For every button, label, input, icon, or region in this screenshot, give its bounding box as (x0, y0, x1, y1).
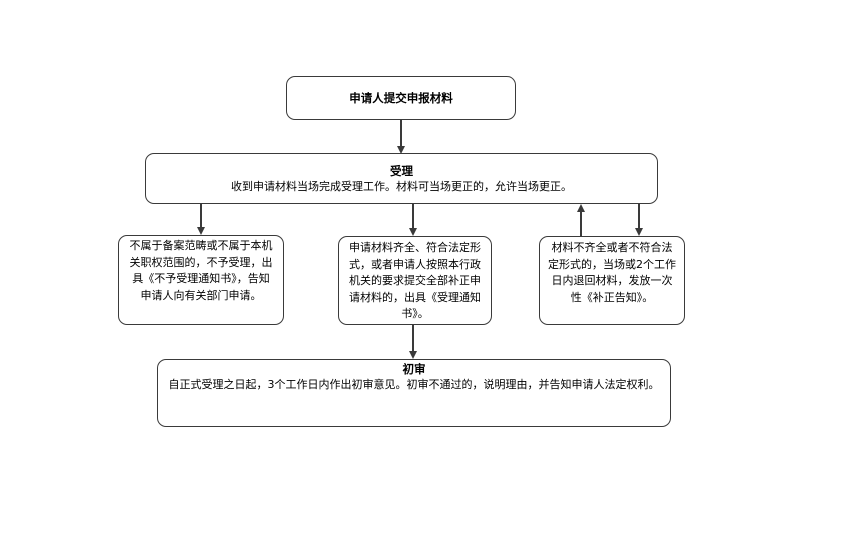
node-acceptance-text: 收到申请材料当场完成受理工作。材料可当场更正的，允许当场更正。 (231, 179, 572, 193)
node-acceptance-title: 受理 (390, 163, 413, 178)
node-materials-incomplete-text: 材料不齐全或者不符合法定形式的，当场或2个工作日内退回材料，发放一次性《补正告知… (548, 241, 676, 304)
node-materials-incomplete: 材料不齐全或者不符合法定形式的，当场或2个工作日内退回材料，发放一次性《补正告知… (539, 236, 685, 325)
node-acceptance: 受理 收到申请材料当场完成受理工作。材料可当场更正的，允许当场更正。 (145, 153, 658, 204)
node-not-accepted-text: 不属于备案范畴或不属于本机关职权范围的，不予受理，出具《不予受理通知书》，告知申… (129, 239, 273, 302)
node-preliminary-review-text: 自正式受理之日起，3个工作日内作出初审意见。初审不通过的，说明理由，并告知申请人… (168, 378, 660, 391)
node-preliminary-review-title: 初审 (402, 362, 426, 376)
node-preliminary-review: 初审 自正式受理之日起，3个工作日内作出初审意见。初审不通过的，说明理由，并告知… (157, 359, 671, 427)
node-submit-materials: 申请人提交申报材料 (286, 76, 516, 120)
node-submit-materials-title: 申请人提交申报材料 (349, 91, 453, 105)
node-not-accepted: 不属于备案范畴或不属于本机关职权范围的，不予受理，出具《不予受理通知书》，告知申… (118, 235, 284, 325)
node-materials-complete-text: 申请材料齐全、符合法定形式，或者申请人按照本行政机关的要求提交全部补正申请材料的… (349, 241, 481, 320)
node-materials-complete: 申请材料齐全、符合法定形式，或者申请人按照本行政机关的要求提交全部补正申请材料的… (338, 236, 492, 325)
